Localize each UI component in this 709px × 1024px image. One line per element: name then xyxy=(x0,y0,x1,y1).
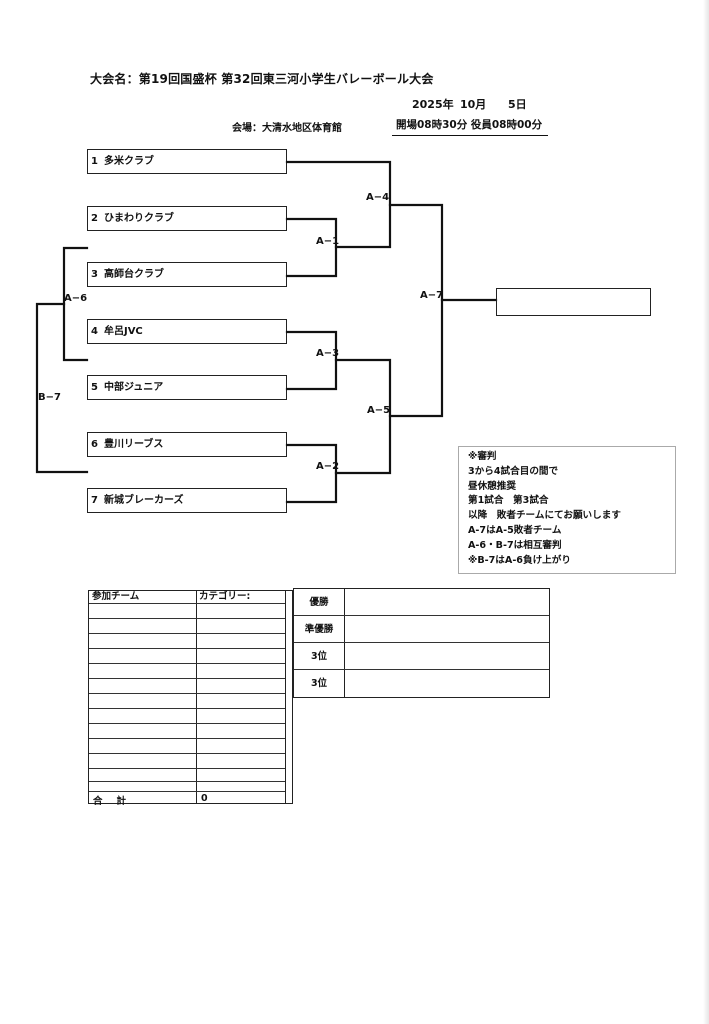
note-line: A-7はA-5敗者チーム xyxy=(468,524,562,536)
round-label-a7: A−7 xyxy=(420,290,443,301)
table-row xyxy=(89,663,285,664)
result-label: 優勝 xyxy=(309,597,329,608)
bracket-a1 xyxy=(285,217,338,278)
table-row xyxy=(89,693,285,694)
table-row xyxy=(89,738,285,739)
participants-header-team: 参加チーム xyxy=(92,591,140,602)
bracket-a2 xyxy=(285,443,338,504)
table-row xyxy=(89,753,285,754)
bracket-a6 xyxy=(62,246,89,362)
note-line: ※B-7はA-6負け上がり xyxy=(468,554,571,566)
table-row xyxy=(89,723,285,724)
round-label-a3: A−3 xyxy=(316,348,339,359)
team-box-5: 5 中部ジュニア xyxy=(87,375,287,400)
team-name: 新城ブレーカーズ xyxy=(103,495,184,506)
bracket-a4 xyxy=(285,160,392,249)
team-number: 1 xyxy=(91,156,98,167)
team-number: 3 xyxy=(91,269,98,280)
result-value xyxy=(344,589,549,615)
result-row-runner-up: 準優勝 xyxy=(294,616,549,643)
team-number: 2 xyxy=(91,213,98,224)
bracket-a3 xyxy=(285,330,338,391)
team-name: 中部ジュニア xyxy=(103,382,164,393)
final-winner-box xyxy=(496,288,651,316)
page-edge xyxy=(703,0,709,1024)
column-divider xyxy=(196,591,197,803)
round-label-a4: A−4 xyxy=(366,192,389,203)
results-table: 優勝 準優勝 3位 3位 xyxy=(293,588,550,698)
result-label: 3位 xyxy=(310,678,328,689)
bracket-a7 xyxy=(388,203,444,418)
team-number: 5 xyxy=(91,382,98,393)
column-divider xyxy=(285,591,286,803)
table-row xyxy=(89,648,285,649)
tournament-title: 大会名：第19回国盛杯 第32回東三河小学生バレーボール大会 xyxy=(90,72,434,86)
note-line: ※審判 xyxy=(468,451,497,462)
note-line: 第1試合 第3試合 xyxy=(468,495,549,507)
table-row xyxy=(89,618,285,619)
result-value xyxy=(344,643,549,669)
round-label-a6: A−6 xyxy=(64,293,87,304)
team-name: 牟呂JVC xyxy=(103,326,143,337)
result-value xyxy=(344,616,549,642)
date-year: 2025年 xyxy=(412,98,454,111)
round-label-a2: A−2 xyxy=(316,461,339,472)
table-row xyxy=(89,603,285,604)
team-number: 7 xyxy=(91,495,98,506)
participants-header-category: カテゴリー: xyxy=(199,591,251,602)
round-label-a1: A−1 xyxy=(316,236,339,247)
date-month: 10月 xyxy=(460,98,487,111)
participants-table: 参加チーム カテゴリー: 合計 0 xyxy=(88,590,293,807)
round-label-a5: A−5 xyxy=(367,405,390,416)
team-box-7: 7 新城ブレーカーズ xyxy=(87,488,287,513)
referee-notes: ※審判 3から4試合目の間で 昼休憩推奨 第1試合 第3試合 以降 敗者チームに… xyxy=(458,446,676,574)
table-row xyxy=(89,781,285,782)
bracket-a5 xyxy=(334,358,392,475)
result-row-third: 3位 xyxy=(294,643,549,670)
note-line: A-6・B-7は相互審判 xyxy=(468,539,562,551)
venue: 会場：大清水地区体育館 xyxy=(232,123,342,134)
team-name: 高師台クラブ xyxy=(103,269,164,280)
result-row-champion: 優勝 xyxy=(294,589,549,616)
table-row xyxy=(89,768,285,769)
team-box-3: 3 高師台クラブ xyxy=(87,262,287,287)
team-number: 6 xyxy=(91,439,98,450)
table-row xyxy=(89,633,285,634)
result-label: 3位 xyxy=(310,651,328,662)
round-label-b7: B−7 xyxy=(38,392,61,403)
total-label: 合計 xyxy=(93,796,141,807)
team-name: 豊川リーブス xyxy=(103,439,164,450)
team-name: ひまわりクラブ xyxy=(103,213,174,224)
table-row xyxy=(89,708,285,709)
open-times: 開場08時30分 役員08時00分 xyxy=(392,117,549,136)
result-row-third-2: 3位 xyxy=(294,670,549,697)
table-row xyxy=(89,678,285,679)
table-row xyxy=(89,791,285,792)
note-line: 以降 敗者チームにてお願いします xyxy=(468,510,621,522)
result-label: 準優勝 xyxy=(304,624,334,635)
result-value xyxy=(344,670,549,697)
bracket-b7 xyxy=(35,302,89,474)
date-day: 5日 xyxy=(508,98,527,111)
note-line: 3から4試合目の間で xyxy=(468,465,559,477)
note-line: 昼休憩推奨 xyxy=(468,480,516,492)
team-name: 多米クラブ xyxy=(103,156,154,167)
team-number: 4 xyxy=(91,326,98,337)
total-value: 0 xyxy=(201,793,208,804)
